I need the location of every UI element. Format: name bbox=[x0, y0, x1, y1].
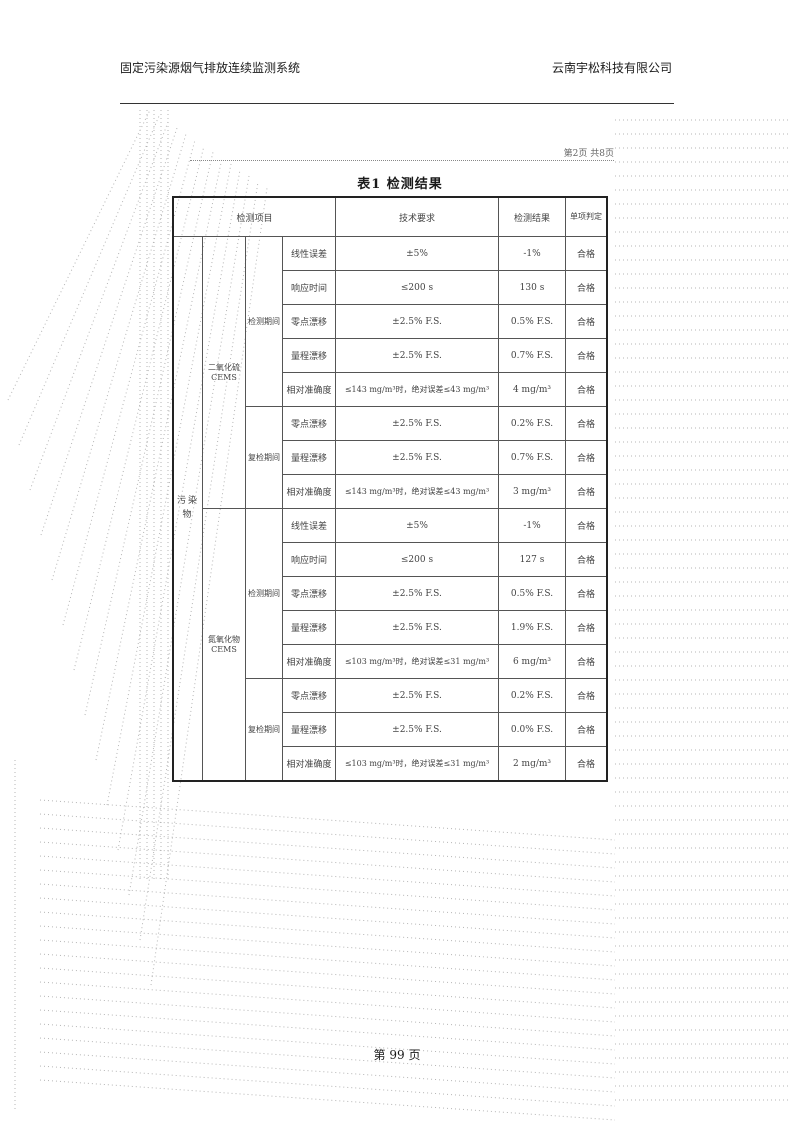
table-row: 量程漂移±2.5% F.S.0.0% F.S.合格 bbox=[173, 712, 608, 747]
conclusion-cell: 合格 bbox=[565, 372, 608, 407]
requirement-cell: ≤103 mg/m³时，绝对误差≤31 mg/m³ bbox=[335, 746, 499, 782]
period-cell: 检测期间 bbox=[245, 508, 283, 679]
conclusion-cell: 合格 bbox=[565, 474, 608, 509]
header-requirement: 技术要求 bbox=[335, 196, 499, 237]
conclusion-cell: 合格 bbox=[565, 508, 608, 543]
item-cell: 线性误差 bbox=[282, 508, 336, 543]
item-cell: 量程漂移 bbox=[282, 712, 336, 747]
group-cell: 二氧化硫CEMS bbox=[202, 236, 246, 509]
result-cell: 0.5% F.S. bbox=[498, 304, 566, 339]
header-conclusion: 单项判定 bbox=[565, 196, 608, 237]
conclusion-cell: 合格 bbox=[565, 270, 608, 305]
header-item: 检测项目 bbox=[172, 196, 336, 237]
item-cell: 响应时间 bbox=[282, 542, 336, 577]
item-cell: 相对准确度 bbox=[282, 746, 336, 782]
result-cell: 130 s bbox=[498, 270, 566, 305]
conclusion-cell: 合格 bbox=[565, 406, 608, 441]
requirement-cell: ±2.5% F.S. bbox=[335, 576, 499, 611]
conclusion-cell: 合格 bbox=[565, 236, 608, 271]
requirement-cell: ≤143 mg/m³时，绝对误差≤43 mg/m³ bbox=[335, 372, 499, 407]
result-cell: 1.9% F.S. bbox=[498, 610, 566, 645]
item-cell: 量程漂移 bbox=[282, 610, 336, 645]
requirement-cell: ≤200 s bbox=[335, 542, 499, 577]
conclusion-cell: 合格 bbox=[565, 610, 608, 645]
group-cell: 氮氧化物CEMS bbox=[202, 508, 246, 782]
item-cell: 零点漂移 bbox=[282, 678, 336, 713]
period-cell: 复检期间 bbox=[245, 678, 283, 782]
result-cell: 0.2% F.S. bbox=[498, 678, 566, 713]
result-cell: 0.7% F.S. bbox=[498, 338, 566, 373]
result-cell: 0.7% F.S. bbox=[498, 440, 566, 475]
item-cell: 相对准确度 bbox=[282, 474, 336, 509]
table-row: 量程漂移±2.5% F.S.0.7% F.S.合格 bbox=[173, 440, 608, 475]
header-divider bbox=[120, 103, 674, 104]
header-result: 检测结果 bbox=[498, 196, 566, 237]
requirement-cell: ±2.5% F.S. bbox=[335, 304, 499, 339]
requirement-cell: ±2.5% F.S. bbox=[335, 610, 499, 645]
conclusion-cell: 合格 bbox=[565, 576, 608, 611]
conclusion-cell: 合格 bbox=[565, 746, 608, 782]
item-cell: 相对准确度 bbox=[282, 372, 336, 407]
result-cell: 4 mg/m³ bbox=[498, 372, 566, 407]
item-cell: 相对准确度 bbox=[282, 644, 336, 679]
requirement-cell: ±2.5% F.S. bbox=[335, 440, 499, 475]
conclusion-cell: 合格 bbox=[565, 304, 608, 339]
result-cell: 127 s bbox=[498, 542, 566, 577]
requirement-cell: ±2.5% F.S. bbox=[335, 678, 499, 713]
conclusion-cell: 合格 bbox=[565, 542, 608, 577]
item-cell: 零点漂移 bbox=[282, 304, 336, 339]
item-cell: 量程漂移 bbox=[282, 338, 336, 373]
item-cell: 响应时间 bbox=[282, 270, 336, 305]
table-row: 复检期间零点漂移±2.5% F.S.0.2% F.S.合格 bbox=[173, 406, 608, 509]
requirement-cell: ≤200 s bbox=[335, 270, 499, 305]
result-cell: 3 mg/m³ bbox=[498, 474, 566, 509]
conclusion-cell: 合格 bbox=[565, 440, 608, 475]
requirement-cell: ±2.5% F.S. bbox=[335, 712, 499, 747]
requirement-cell: ±2.5% F.S. bbox=[335, 338, 499, 373]
requirement-cell: ±5% bbox=[335, 508, 499, 543]
conclusion-cell: 合格 bbox=[565, 678, 608, 713]
result-cell: 0.0% F.S. bbox=[498, 712, 566, 747]
requirement-cell: ±2.5% F.S. bbox=[335, 406, 499, 441]
period-cell: 检测期间 bbox=[245, 236, 283, 407]
result-cell: 0.2% F.S. bbox=[498, 406, 566, 441]
document-title: 固定污染源烟气排放连续监测系统 bbox=[120, 61, 301, 75]
period-cell: 复检期间 bbox=[245, 406, 283, 509]
item-cell: 量程漂移 bbox=[282, 440, 336, 475]
result-cell: -1% bbox=[498, 236, 566, 271]
page-reference: 第2页 共8页 bbox=[190, 146, 614, 161]
conclusion-cell: 合格 bbox=[565, 712, 608, 747]
conclusion-cell: 合格 bbox=[565, 644, 608, 679]
category-cell: 污染物 bbox=[172, 236, 203, 782]
table-row: 零点漂移±2.5% F.S.0.5% F.S.合格 bbox=[173, 576, 608, 611]
item-cell: 零点漂移 bbox=[282, 576, 336, 611]
item-cell: 零点漂移 bbox=[282, 406, 336, 441]
page-number: 第 99 页 bbox=[373, 1048, 421, 1062]
item-cell: 线性误差 bbox=[282, 236, 336, 271]
result-cell: -1% bbox=[498, 508, 566, 543]
requirement-cell: ≤143 mg/m³时，绝对误差≤43 mg/m³ bbox=[335, 474, 499, 509]
table-row: 复检期间零点漂移±2.5% F.S.0.2% F.S.合格 bbox=[173, 678, 608, 782]
table-header-row: 检测项目 技术要求 检测结果 单项判定 bbox=[172, 196, 608, 237]
company-name: 云南宇松科技有限公司 bbox=[551, 61, 672, 75]
requirement-cell: ≤103 mg/m³时，绝对误差≤31 mg/m³ bbox=[335, 644, 499, 679]
requirement-cell: ±5% bbox=[335, 236, 499, 271]
conclusion-cell: 合格 bbox=[565, 338, 608, 373]
table-title: 表1 检测结果 bbox=[357, 177, 443, 192]
result-cell: 0.5% F.S. bbox=[498, 576, 566, 611]
result-cell: 6 mg/m³ bbox=[498, 644, 566, 679]
result-cell: 2 mg/m³ bbox=[498, 746, 566, 782]
